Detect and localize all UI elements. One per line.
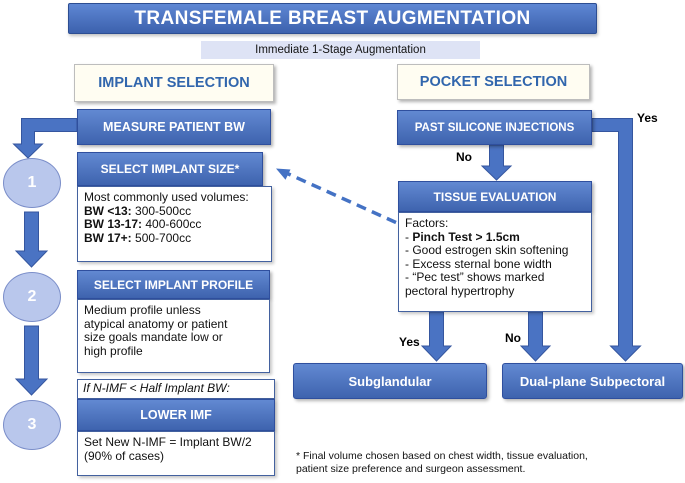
implant-profile-details: Medium profile unless atypical anatomy o… [77, 299, 270, 373]
subglandular-label: Subglandular [348, 373, 432, 389]
implant-selection-label: IMPLANT SELECTION [98, 75, 250, 91]
tissue-factors: Factors: - Pinch Test > 1.5cm - Good est… [398, 212, 592, 312]
footnote: * Final volume chosen based on chest wid… [296, 450, 588, 475]
label-yes-silicone: Yes [637, 111, 658, 125]
subtitle-bar: Immediate 1-Stage Augmentation [201, 41, 480, 59]
volume-row: BW <13: 300-500cc [84, 203, 192, 218]
label-no-tissue: No [505, 331, 521, 345]
dashed-arrowhead-icon [276, 168, 291, 180]
lower-imf-label: LOWER IMF [140, 408, 212, 422]
step-number: 1 [27, 174, 37, 191]
step-circle-3: 3 [3, 400, 61, 450]
arrow-step1-to-step2 [14, 211, 49, 268]
imf-condition: If N-IMF < Half Implant BW: [77, 379, 275, 399]
pocket-selection-label: POCKET SELECTION [419, 74, 568, 90]
label-yes-tissue: Yes [399, 335, 420, 349]
step-number: 3 [27, 416, 37, 433]
arrow-measure-to-step1 [12, 118, 78, 159]
past-silicone-label: PAST SILICONE INJECTIONS [414, 121, 575, 134]
lower-imf-header: LOWER IMF [77, 399, 275, 431]
dual-plane-label: Dual-plane Subpectoral [519, 373, 666, 389]
implant-size-label: SELECT IMPLANT SIZE* [100, 162, 240, 176]
factor-item: - Pinch Test > 1.5cm [405, 229, 520, 244]
arrow-yes-silicone-to-dualplane [591, 118, 642, 362]
factor-item: - “Pec test” shows marked pectoral hyper… [405, 270, 545, 298]
outcome-dual-plane: Dual-plane Subpectoral [502, 363, 683, 399]
tissue-evaluation-label: TISSUE EVALUATION [433, 189, 557, 204]
factor-item: - Good estrogen skin softening [405, 243, 569, 258]
implant-profile-label: SELECT IMPLANT PROFILE [93, 277, 254, 292]
implant-profile-header: SELECT IMPLANT PROFILE [77, 270, 270, 299]
size-intro: Most commonly used volumes: [84, 190, 249, 204]
arrow-no-to-tissue [480, 144, 513, 181]
implant-size-details: Most commonly used volumes: BW <13: 300-… [77, 186, 272, 262]
factor-item: - Excess sternal bone width [405, 256, 552, 271]
step-circle-1: 1 [3, 158, 61, 208]
implant-size-header: SELECT IMPLANT SIZE* [77, 152, 263, 186]
measure-bw-label: MEASURE PATIENT BW [103, 120, 245, 134]
pocket-selection-header: POCKET SELECTION [397, 64, 590, 100]
lower-imf-details: Set New N-IMF = Implant BW/2 (90% of cas… [77, 431, 275, 476]
step-circle-2: 2 [3, 272, 61, 322]
factors-intro: Factors: [405, 216, 449, 230]
banner-title-text: TRANSFEMALE BREAST AUGMENTATION [134, 7, 531, 29]
implant-selection-header: IMPLANT SELECTION [74, 64, 274, 102]
outcome-subglandular: Subglandular [293, 363, 487, 399]
tissue-evaluation-header: TISSUE EVALUATION [398, 181, 592, 212]
measure-bw-box: MEASURE PATIENT BW [77, 109, 271, 145]
arrow-yes-to-subglandular [420, 311, 453, 362]
banner-title: TRANSFEMALE BREAST AUGMENTATION [68, 3, 597, 34]
volume-row: BW 13-17: 400-600cc [84, 217, 202, 232]
subtitle-text: Immediate 1-Stage Augmentation [255, 44, 426, 56]
past-silicone-box: PAST SILICONE INJECTIONS [397, 110, 592, 145]
arrow-no-to-dualplane [519, 311, 552, 362]
arrow-step2-to-step3 [14, 325, 49, 396]
step-number: 2 [27, 288, 37, 305]
label-no-silicone: No [456, 150, 472, 164]
volume-row: BW 17+: 500-700cc [84, 230, 192, 245]
dashed-arrow-tissue-to-size [283, 170, 397, 225]
